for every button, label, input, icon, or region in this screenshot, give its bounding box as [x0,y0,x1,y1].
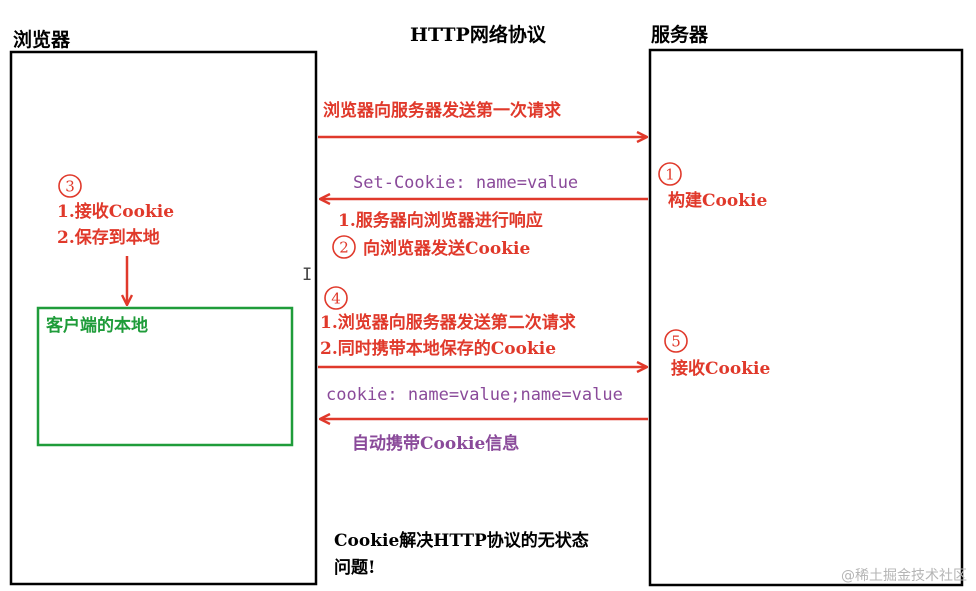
watermark: @稀土掘金技术社区 [841,568,967,584]
step-1-circle [658,162,682,186]
protocol-title: HTTP网络协议 [410,23,547,46]
note-line-1: Cookie解决HTTP协议的无状态 [334,530,589,551]
step-4-circle [324,286,348,310]
server-respond-label: 1.服务器向浏览器进行响应 [338,210,543,231]
step-5-number: 5 [671,333,681,351]
first-request-label: 浏览器向服务器发送第一次请求 [323,100,561,121]
client-local-storage-label: 客户端的本地 [45,315,148,336]
step-1-number: 1 [665,166,675,184]
cookie-request-header: cookie: name=value;name=value [326,385,623,405]
note-line-2: 问题! [334,557,375,578]
receive-cookie-label: 1.接收Cookie [57,201,174,222]
browser-title: 浏览器 [13,28,71,51]
step-2-number: 2 [339,239,349,257]
server-box [648,48,964,587]
step-5-circle [664,329,688,353]
send-cookie-label: 向浏览器发送Cookie [363,238,530,259]
server-receive-cookie-label: 接收Cookie [671,358,770,379]
server-title: 服务器 [651,23,709,46]
second-request-label: 1.浏览器向服务器发送第二次请求 [320,312,576,333]
set-cookie-header: Set-Cookie: name=value [353,173,578,193]
client-local-storage-box [36,306,294,447]
auto-carry-label: 自动携带Cookie信息 [352,433,519,454]
step-3-number: 3 [65,178,75,196]
save-local-label: 2.保存到本地 [57,227,160,248]
step-2-circle [332,235,356,259]
build-cookie-label: 构建Cookie [668,190,767,211]
carry-cookie-label: 2.同时携带本地保存的Cookie [320,338,556,359]
step-3-circle [58,174,82,198]
step-4-number: 4 [331,290,341,308]
browser-box [9,50,318,586]
text-cursor-icon: I [302,265,312,285]
